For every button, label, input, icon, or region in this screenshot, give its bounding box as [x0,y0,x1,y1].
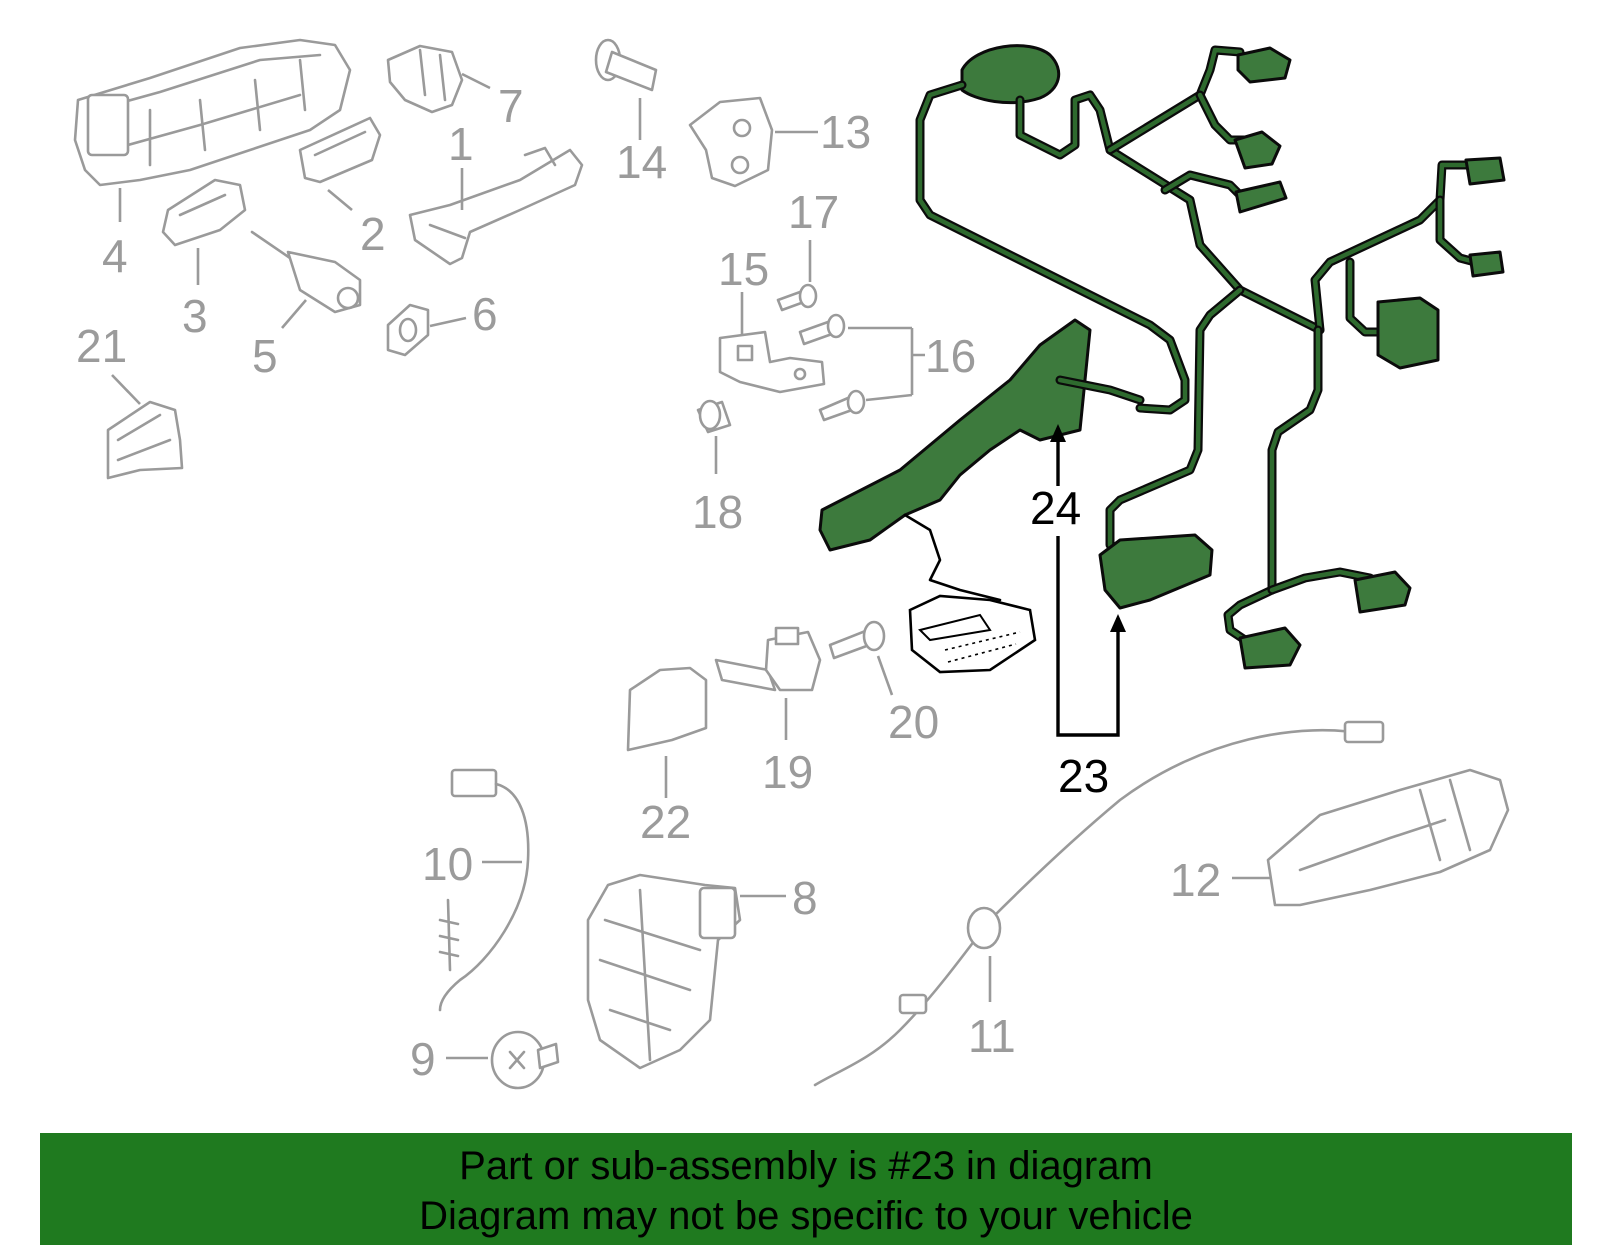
part-8-latch [586,873,742,1070]
callout-1: 1 [448,118,474,170]
part-24-connector-plug [908,594,1037,674]
arrowhead-23 [1110,614,1126,632]
callout-3: 3 [182,290,208,342]
leader-20 [876,655,894,696]
part-12-inner-handle [1266,768,1510,907]
part-6-seal [386,303,430,357]
part-9-screw [490,1030,560,1090]
arrowhead-24 [1050,424,1066,442]
part-16-bolt-upper [798,313,846,346]
callout-15: 15 [718,243,769,295]
callout-24: 24 [1030,482,1081,534]
callout-21: 21 [76,320,127,372]
connector-top-1 [1236,46,1292,84]
leader-2 [327,189,353,211]
leader-21 [111,374,141,405]
callout-9: 9 [410,1033,436,1085]
callout-17: 17 [788,186,839,238]
callout-13: 13 [820,106,871,158]
callout-19: 19 [762,746,813,798]
part-16-bolt-lower [818,389,866,422]
connector-main [1098,533,1214,610]
part-18-bushing [696,399,732,434]
leader-23 [1056,536,1120,737]
callout-22: 22 [640,796,691,848]
connector-right-2 [1468,250,1505,278]
callout-2: 2 [360,208,386,260]
part-15-hinge [718,330,826,394]
callout-16: 16 [925,330,976,382]
connector-top-3 [1234,180,1288,214]
callout-4: 4 [102,230,128,282]
leader-5 [281,299,307,329]
harness-wires [915,45,1480,645]
connector-right-1 [1464,156,1506,186]
callout-11: 11 [968,1010,1016,1062]
callout-10: 10 [422,838,473,890]
connector-bottom-1 [1353,570,1412,614]
part-7-cap [386,44,464,114]
connector-top-2 [1233,130,1282,170]
callout-18: 18 [692,486,743,538]
part-23-wiring-harness [915,44,1506,670]
connector-bottom-2 [1238,626,1302,670]
part-20-bolt [828,620,886,660]
part-14-bolt [594,38,658,92]
footer-line-1: Part or sub-assembly is #23 in diagram [459,1144,1153,1188]
part-19-door-check [714,626,822,692]
connector-module [1376,296,1440,370]
leader-16 [848,326,925,402]
callout-23: 23 [1058,750,1109,802]
callout-12: 12 [1170,854,1221,906]
callout-20: 20 [888,696,939,748]
part-3-bezel [161,178,247,247]
callout-8: 8 [792,872,818,924]
part-4-handle-carrier [73,38,352,187]
part-17-bolt [776,283,818,312]
footer-line-2: Diagram may not be specific to your vehi… [419,1194,1193,1238]
part-22-cover [626,666,708,752]
callout-7: 7 [498,80,524,132]
part-21-bracket [106,400,184,480]
leader-7 [461,72,491,90]
harness-top-grommet [960,44,1061,105]
callout-5: 5 [252,330,278,382]
part-10-cable [438,768,530,1012]
part-24-boot [818,318,1145,602]
callout-6: 6 [472,288,498,340]
footer-banner: Part or sub-assembly is #23 in diagram D… [40,1133,1572,1245]
part-13-striker-plate [688,96,774,188]
leader-6 [429,316,467,328]
callout-14: 14 [616,136,667,188]
part-5-lock-cylinder [250,230,362,314]
part-11-release-cable [813,720,1385,1087]
part-1-outer-handle [408,146,584,266]
part-2-cover [298,116,382,184]
